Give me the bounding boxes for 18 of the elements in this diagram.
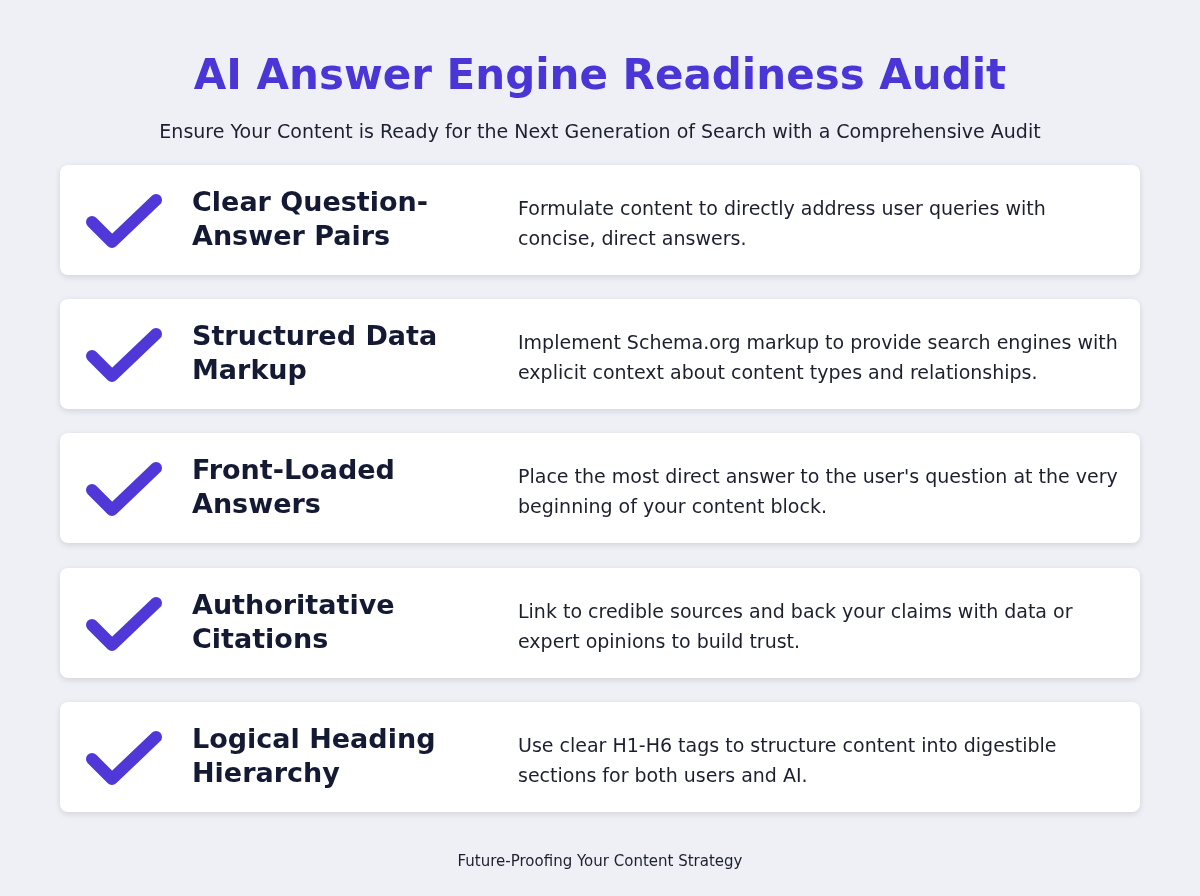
checklist-card [60, 568, 1140, 678]
footer-text: Future-Proofing Your Content Strategy [456, 852, 744, 870]
subtitle: Ensure Your Content is Ready for the Next Generation of Search with a Comprehensive Audit [158, 120, 1042, 142]
item-description: Use clear H1-H6 tags to structure content into digestible sections for both users and AI. [518, 733, 1058, 788]
item-heading: Clear Question-Answer Pairs [192, 185, 429, 253]
checklist-card [60, 299, 1140, 409]
item-heading: Structured Data Markup [192, 319, 439, 387]
item-heading: Front-Loaded Answers [192, 453, 396, 521]
title: AI Answer Engine Readiness Audit [192, 50, 1008, 99]
item-description: Link to credible sources and back your claims with data or expert opinions to build trust. [518, 599, 1074, 654]
checklist-card [60, 702, 1140, 812]
checklist-card [60, 165, 1140, 275]
item-description: Formulate content to directly address user queries with concise, direct answers. [518, 196, 1047, 251]
item-heading: Authoritative Citations [192, 588, 396, 656]
item-heading: Logical Heading Hierarchy [192, 722, 437, 790]
item-description: Implement Schema.org markup to provide search engines with explicit context about content types and relationships. [518, 330, 1118, 385]
checklist-card [60, 433, 1140, 543]
item-description: Place the most direct answer to the user's question at the very beginning of your content block. [518, 464, 1118, 519]
